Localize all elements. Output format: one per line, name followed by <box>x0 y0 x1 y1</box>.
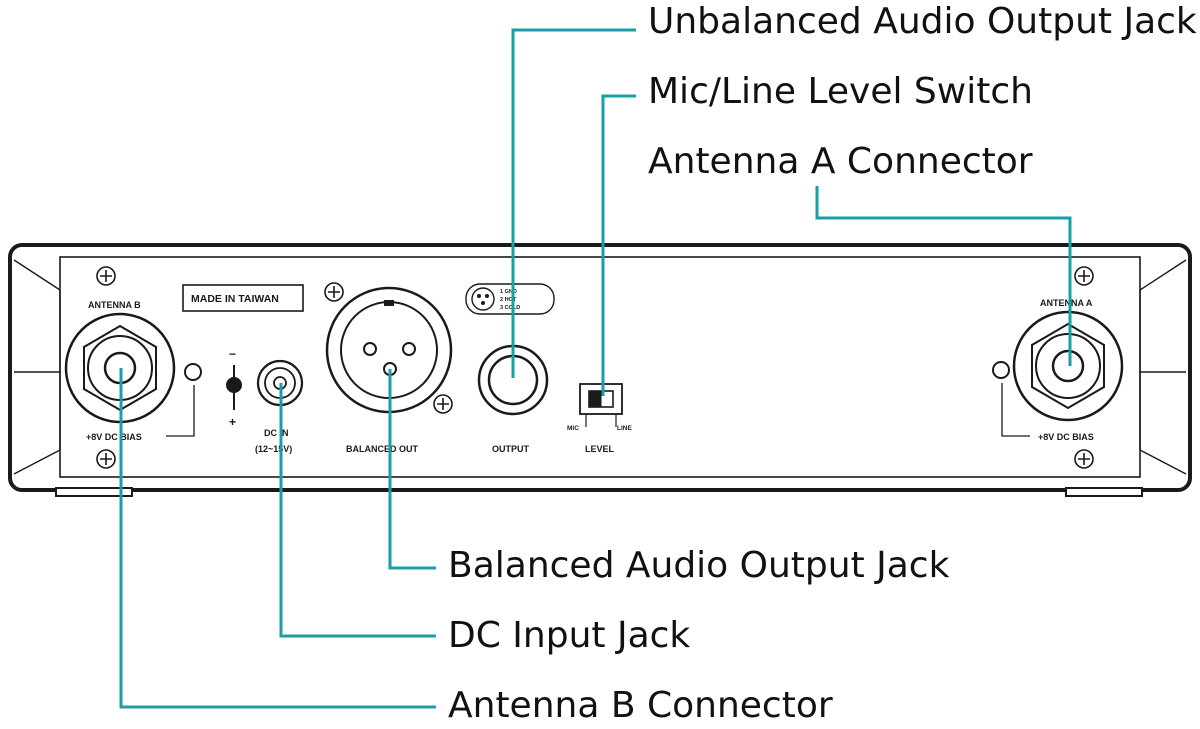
xlr-balanced-output-jack <box>325 286 453 414</box>
callout-antenna-b: Antenna B Connector <box>448 685 833 726</box>
led-icon <box>184 361 1010 381</box>
line-label: LINE <box>617 425 632 432</box>
callout-mic-line-switch: Mic/Line Level Switch <box>648 71 1033 112</box>
pin-legend-1: 1 GND <box>500 289 517 295</box>
bias-bracket <box>166 383 1030 437</box>
antenna-b-label: ANTENNA B <box>88 300 141 310</box>
chassis <box>8 243 1192 497</box>
dc-range-label: (12~15V) <box>255 444 292 454</box>
mic-label: MIC <box>567 425 579 432</box>
pin-legend <box>465 283 555 315</box>
polarity-symbol <box>226 365 242 410</box>
callout-antenna-a: Antenna A Connector <box>648 141 1033 182</box>
antenna-a-connector <box>1012 310 1124 422</box>
balanced-out-label: BALANCED OUT <box>346 444 418 454</box>
pin-legend-3: 3 COLD <box>500 305 520 311</box>
made-in-badge-frame <box>182 284 304 312</box>
antenna-a-label: ANTENNA A <box>1040 298 1093 308</box>
leader-balanced <box>388 369 436 570</box>
callout-unbalanced-output: Unbalanced Audio Output Jack <box>648 1 1197 42</box>
output-label: OUTPUT <box>492 444 530 454</box>
level-label: LEVEL <box>585 444 615 454</box>
leader-dc <box>279 383 436 638</box>
mic-line-level-switch <box>579 383 623 427</box>
polarity-plus: + <box>229 415 236 429</box>
callout-dc-input: DC Input Jack <box>448 615 691 656</box>
leader-antenna-b <box>119 368 436 709</box>
bias-label-right: +8V DC BIAS <box>1038 432 1094 442</box>
polarity-minus: − <box>229 347 236 361</box>
leader-antenna-a <box>815 186 1072 366</box>
bias-label-left: +8V DC BIAS <box>86 432 142 442</box>
dc-in-label: DC IN <box>264 428 289 438</box>
callout-balanced-output: Balanced Audio Output Jack <box>448 545 950 586</box>
leader-lines <box>119 28 1072 709</box>
leader-unbalanced <box>511 28 636 378</box>
screw-icon <box>96 266 1094 469</box>
pin-legend-2: 2 HOT <box>500 297 517 303</box>
leader-mic-line <box>601 94 636 396</box>
made-in-label: MADE IN TAIWAN <box>191 293 279 305</box>
